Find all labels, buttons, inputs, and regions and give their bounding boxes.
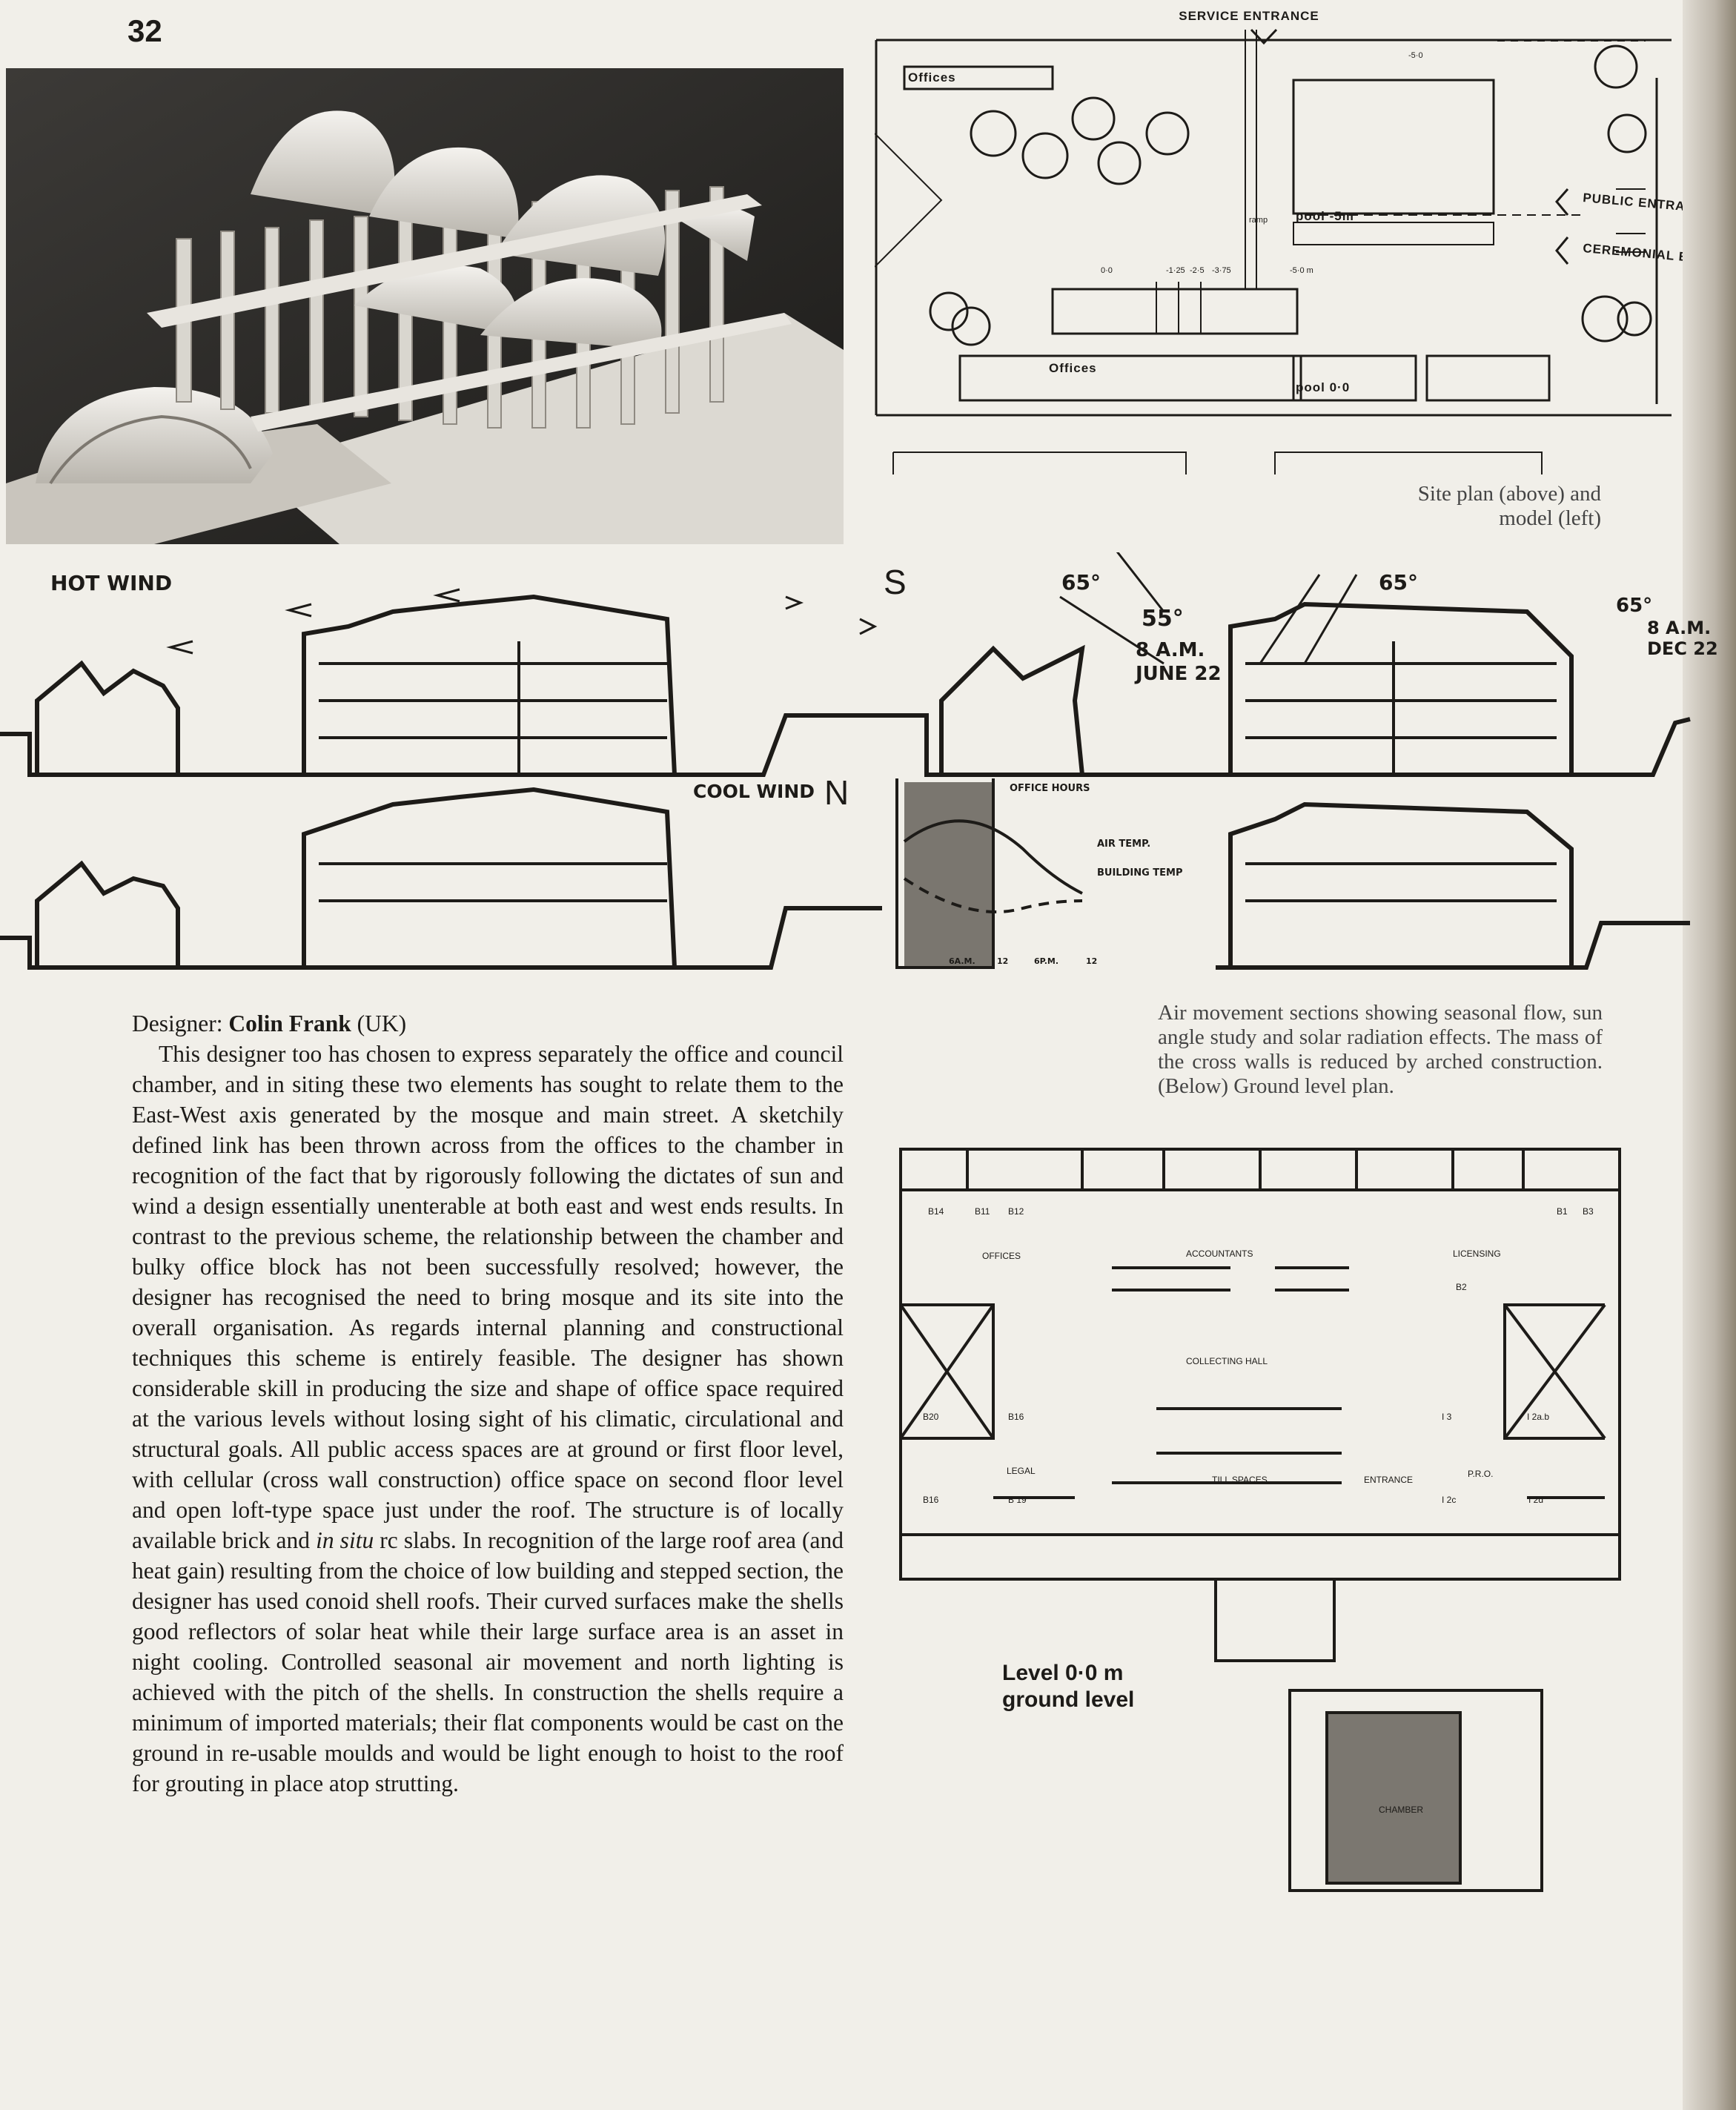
ground-level-plan: B14 B11 B12 B1 B3 OFFICES ACCOUNTANTS LI… bbox=[889, 1142, 1690, 1898]
room-b20: B20 bbox=[923, 1412, 939, 1422]
room-b16a: B16 bbox=[1008, 1412, 1024, 1422]
angle-label-2: 65° bbox=[1379, 570, 1418, 595]
designer-name: Colin Frank bbox=[228, 1011, 351, 1036]
designer-prefix: Designer: bbox=[132, 1011, 229, 1036]
angle-label-3: 65° bbox=[1616, 595, 1652, 617]
ceremonial-entrance-label: CEREMONIAL ENTRANCE bbox=[1583, 241, 1683, 270]
room-pro: P.R.O. bbox=[1468, 1469, 1493, 1479]
room-b2: B2 bbox=[1456, 1282, 1467, 1292]
room-legal: LEGAL bbox=[1007, 1466, 1036, 1476]
room-licensing: LICENSING bbox=[1453, 1249, 1501, 1259]
page-binding-edge bbox=[1683, 0, 1736, 2110]
north-label: N bbox=[824, 773, 849, 812]
paragraph-italic: in situ bbox=[316, 1527, 374, 1553]
room-b11: B11 bbox=[975, 1206, 990, 1217]
article-paragraph: This designer too has chosen to express … bbox=[132, 1039, 844, 1799]
ramp-label: ramp bbox=[1249, 216, 1268, 225]
air-movement-sections: HOT WIND COOL WIND N S 65° 55° 65° 65° 8… bbox=[0, 544, 1736, 997]
site-caption: Site plan (above) and model (left) bbox=[1417, 482, 1601, 530]
time-axis-12a: 12 bbox=[997, 956, 1008, 966]
offices-bottom-label: Offices bbox=[1049, 361, 1097, 375]
south-label: S bbox=[884, 563, 907, 601]
room-accountants: ACCOUNTANTS bbox=[1186, 1249, 1253, 1259]
room-entrance: ENTRANCE bbox=[1364, 1475, 1413, 1485]
office-hours-label: OFFICE HOURS bbox=[1010, 783, 1090, 794]
time-axis-12b: 12 bbox=[1086, 956, 1097, 966]
page-number: 32 bbox=[127, 13, 162, 48]
paragraph-main: This designer too has chosen to express … bbox=[132, 1041, 844, 1553]
room-i2c: I 2c bbox=[1442, 1495, 1456, 1505]
room-b14: B14 bbox=[928, 1206, 944, 1217]
june-time-label: 8 A.M. bbox=[1136, 639, 1205, 661]
model-photograph bbox=[6, 68, 844, 544]
time-axis-6pm: 6P.M. bbox=[1034, 956, 1059, 966]
room-i2d: I 2d bbox=[1528, 1495, 1543, 1505]
level-title: Level 0·0 m bbox=[1002, 1661, 1123, 1685]
pool-lower-label: pool 0·0 bbox=[1296, 380, 1350, 394]
room-offices: OFFICES bbox=[982, 1251, 1021, 1261]
service-entrance-label: SERVICE ENTRANCE bbox=[1179, 9, 1319, 23]
june-date-label: JUNE 22 bbox=[1134, 663, 1222, 685]
room-till-spaces: TILL SPACES bbox=[1212, 1475, 1268, 1485]
level-1: -1·25 bbox=[1166, 266, 1185, 275]
room-b1: B1 bbox=[1557, 1206, 1568, 1217]
level-4: -5·0 m bbox=[1290, 266, 1313, 275]
hot-wind-label: HOT WIND bbox=[50, 571, 172, 595]
room-b16b: B16 bbox=[923, 1495, 939, 1505]
level-5: -5·0 bbox=[1408, 51, 1423, 60]
room-chamber: CHAMBER bbox=[1379, 1805, 1423, 1815]
building-temp-label: BUILDING TEMP bbox=[1097, 867, 1183, 879]
time-axis-6am: 6A.M. bbox=[949, 956, 975, 966]
room-b12: B12 bbox=[1008, 1206, 1024, 1217]
room-b19: B 19 bbox=[1008, 1495, 1027, 1505]
room-i2ab: I 2a.b bbox=[1527, 1412, 1549, 1422]
air-temp-label: AIR TEMP. bbox=[1097, 839, 1150, 850]
site-plan: SERVICE ENTRANCE Offices Offices pool -5… bbox=[874, 0, 1736, 549]
level-3: -3·75 bbox=[1212, 266, 1231, 275]
pool-upper-label: pool -5m bbox=[1296, 209, 1354, 223]
level-subtitle: ground level bbox=[1002, 1687, 1134, 1712]
section-caption: Air movement sections showing seasonal f… bbox=[1158, 1001, 1603, 1098]
level-0: 0·0 bbox=[1101, 266, 1113, 275]
dec-date-label: DEC 22 bbox=[1647, 638, 1718, 659]
level-2: -2·5 bbox=[1190, 266, 1205, 275]
article-text: Designer: Colin Frank (UK) This designer… bbox=[132, 1008, 844, 1799]
angle-55-label: 55° bbox=[1142, 606, 1184, 632]
room-b3: B3 bbox=[1583, 1206, 1594, 1217]
offices-top-label: Offices bbox=[908, 70, 956, 85]
paragraph-end: rc slabs. In recognition of the large ro… bbox=[132, 1527, 844, 1796]
angle-label-1: 65° bbox=[1061, 570, 1101, 595]
designer-line: Designer: Colin Frank (UK) bbox=[132, 1008, 844, 1039]
room-collecting-hall: COLLECTING HALL bbox=[1186, 1356, 1268, 1366]
dec-time-label: 8 A.M. bbox=[1647, 618, 1711, 638]
designer-country: (UK) bbox=[351, 1011, 407, 1036]
cool-wind-label: COOL WIND bbox=[693, 781, 815, 802]
room-i3: I 3 bbox=[1442, 1412, 1452, 1422]
public-entrance-label: PUBLIC ENTRANCE bbox=[1583, 191, 1683, 216]
